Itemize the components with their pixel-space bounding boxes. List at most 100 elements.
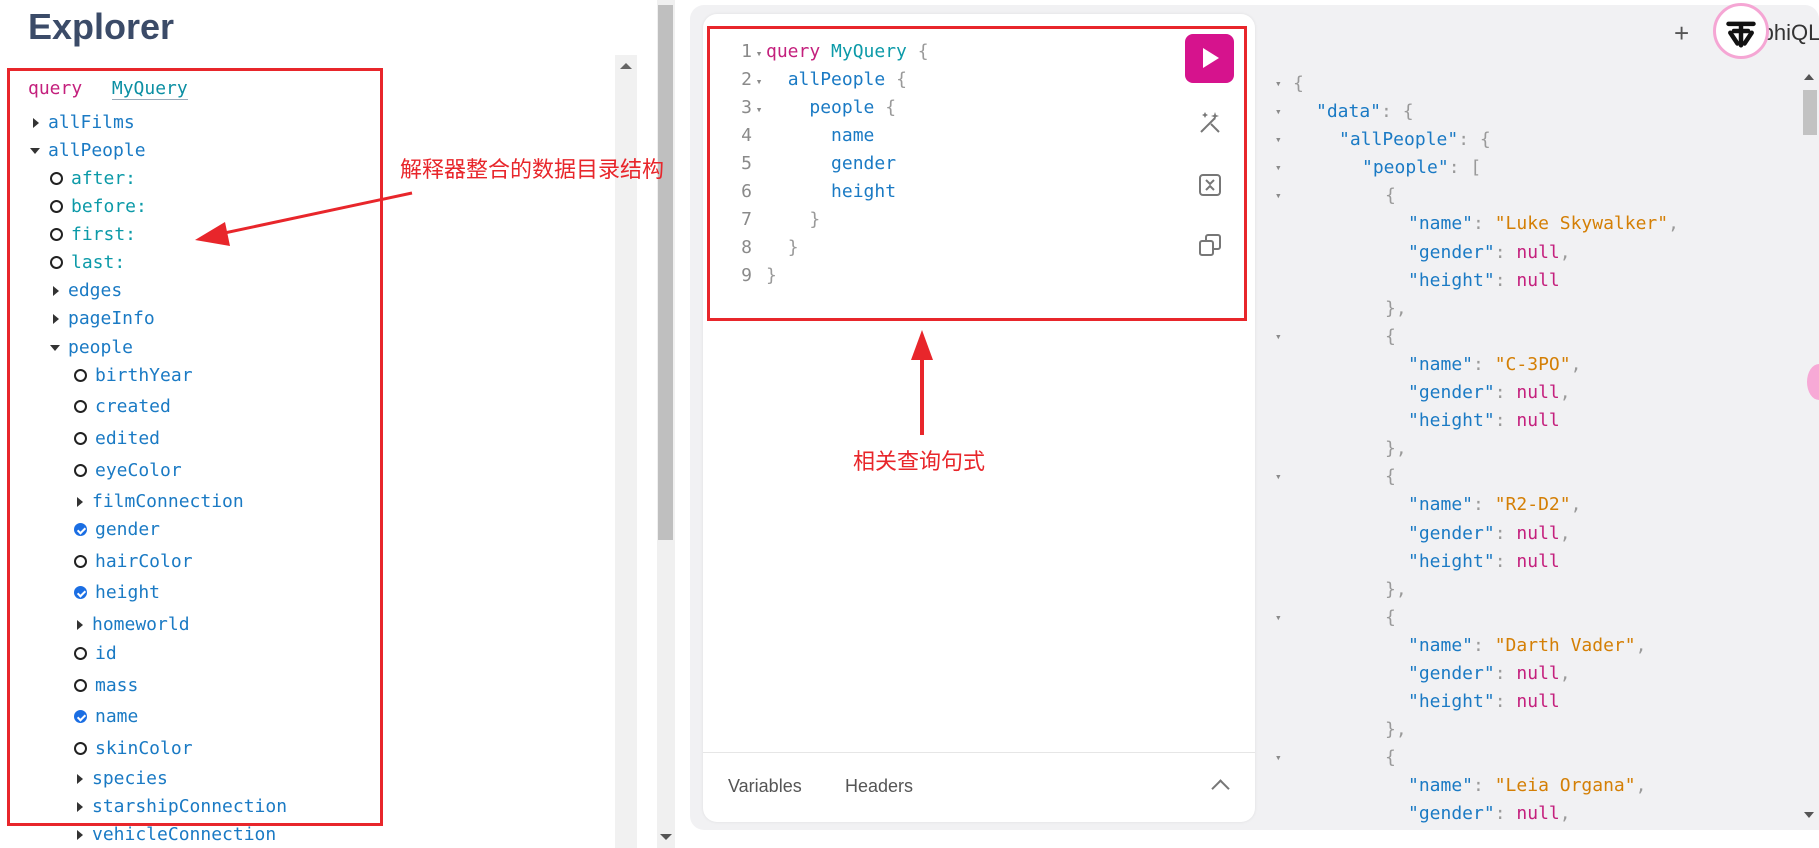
empty-circle-icon[interactable]: [74, 369, 87, 382]
json-token: "people": [1362, 157, 1449, 179]
operation-name-input[interactable]: MyQuery: [111, 78, 188, 100]
code-line[interactable]: 8 }: [730, 234, 929, 262]
empty-circle-icon[interactable]: [50, 200, 63, 213]
fold-caret-icon[interactable]: ▾: [1275, 133, 1282, 147]
line-number: 2: [741, 69, 752, 90]
caret-right-icon[interactable]: [74, 496, 86, 508]
tree-item-height[interactable]: height: [74, 582, 160, 603]
checked-circle-icon[interactable]: [74, 523, 87, 536]
fold-caret-icon[interactable]: ▾: [755, 47, 763, 60]
fold-caret-icon[interactable]: ▾: [1275, 105, 1282, 119]
empty-circle-icon[interactable]: [74, 555, 87, 568]
empty-circle-icon[interactable]: [74, 742, 87, 755]
code-line[interactable]: 4 name: [730, 122, 929, 150]
code-line[interactable]: 7 }: [730, 206, 929, 234]
fold-caret-icon[interactable]: ▾: [1275, 189, 1282, 203]
empty-circle-icon[interactable]: [50, 228, 63, 241]
empty-circle-icon[interactable]: [74, 647, 87, 660]
result-scroll-thumb[interactable]: [1803, 90, 1817, 135]
empty-circle-icon[interactable]: [74, 400, 87, 413]
scroll-down-arrow-icon[interactable]: [660, 834, 672, 840]
empty-circle-icon[interactable]: [74, 464, 87, 477]
tree-item-edges[interactable]: edges: [50, 280, 122, 301]
pane-splitter[interactable]: [657, 0, 675, 848]
splitter-scroll-thumb[interactable]: [658, 5, 673, 540]
tree-item-filmconnection[interactable]: filmConnection: [74, 491, 244, 512]
add-tab-button[interactable]: +: [1674, 18, 1690, 48]
caret-right-icon[interactable]: [74, 773, 86, 785]
tab-headers[interactable]: Headers: [845, 776, 914, 796]
fold-caret-icon[interactable]: ▾: [1275, 161, 1282, 175]
tree-item-first[interactable]: first:: [50, 224, 136, 245]
tree-item-birthyear[interactable]: birthYear: [74, 365, 193, 386]
json-token: "height": [1408, 691, 1495, 713]
empty-circle-icon[interactable]: [50, 256, 63, 269]
result-line-content: "data": {: [1316, 98, 1414, 126]
fold-caret-icon[interactable]: ▾: [1275, 751, 1282, 765]
fold-caret-icon[interactable]: ▾: [1275, 470, 1282, 484]
copy-icon[interactable]: [1197, 232, 1223, 258]
tree-item-starshipconnection[interactable]: starshipConnection: [74, 796, 287, 817]
tree-item-created[interactable]: created: [74, 396, 171, 417]
scroll-up-arrow-icon[interactable]: [1804, 74, 1814, 80]
explorer-scrollbar[interactable]: [615, 55, 637, 848]
graphiql-logo-icon: [1713, 3, 1769, 59]
tree-item-mass[interactable]: mass: [74, 675, 138, 696]
run-query-button[interactable]: [1185, 34, 1234, 83]
result-line-content: "gender": null,: [1408, 660, 1571, 688]
tree-item-edited[interactable]: edited: [74, 428, 160, 449]
tree-item-homeworld[interactable]: homeworld: [74, 614, 190, 635]
checked-circle-icon[interactable]: [74, 710, 87, 723]
tree-item-pageinfo[interactable]: pageInfo: [50, 308, 155, 329]
empty-circle-icon[interactable]: [50, 172, 63, 185]
caret-right-icon[interactable]: [50, 285, 62, 297]
tree-item-id[interactable]: id: [74, 643, 117, 664]
tree-item-haircolor[interactable]: hairColor: [74, 551, 193, 572]
json-token: ,: [1559, 522, 1571, 544]
side-handle[interactable]: [1807, 364, 1819, 400]
result-scrollbar[interactable]: [1801, 70, 1819, 830]
tree-item-allfilms[interactable]: allFilms: [30, 112, 135, 133]
code-line[interactable]: 3▾ people {: [730, 94, 929, 122]
tree-item-after[interactable]: after:: [50, 168, 136, 189]
caret-right-icon[interactable]: [74, 801, 86, 813]
fold-caret-icon[interactable]: ▾: [755, 103, 763, 116]
fold-caret-icon[interactable]: ▾: [1275, 610, 1282, 624]
tree-item-vehicleconnection[interactable]: vehicleConnection: [74, 824, 276, 845]
fold-caret-icon[interactable]: ▾: [1275, 77, 1282, 90]
tree-item-last[interactable]: last:: [50, 252, 125, 273]
caret-down-icon[interactable]: [50, 342, 62, 354]
caret-down-icon[interactable]: [30, 145, 42, 157]
tab-variables[interactable]: Variables: [728, 776, 802, 796]
tree-item-people[interactable]: people: [50, 337, 133, 358]
scroll-down-arrow-icon[interactable]: [1804, 812, 1814, 818]
merge-icon[interactable]: [1197, 172, 1223, 198]
empty-circle-icon[interactable]: [74, 432, 87, 445]
tree-item-before[interactable]: before:: [50, 196, 147, 217]
query-editor[interactable]: 1▾query MyQuery {2▾ allPeople {3▾ people…: [730, 38, 929, 290]
tree-item-name[interactable]: name: [74, 706, 138, 727]
caret-right-icon[interactable]: [74, 619, 86, 631]
checked-circle-icon[interactable]: [74, 586, 87, 599]
fold-caret-icon[interactable]: ▾: [1275, 329, 1282, 343]
code-line[interactable]: 9}: [730, 262, 929, 290]
tree-item-eyecolor[interactable]: eyeColor: [74, 460, 182, 481]
result-line-content: "gender": null,: [1408, 800, 1571, 828]
prettify-icon[interactable]: [1197, 110, 1223, 136]
result-line-content: "name": "R2-D2",: [1408, 491, 1581, 519]
tree-item-skincolor[interactable]: skinColor: [74, 738, 193, 759]
variables-headers-bar: [703, 752, 1255, 823]
scroll-up-arrow-icon[interactable]: [620, 63, 632, 69]
code-line[interactable]: 5 gender: [730, 150, 929, 178]
tree-item-species[interactable]: species: [74, 768, 168, 789]
code-line[interactable]: 1▾query MyQuery {: [730, 38, 928, 66]
empty-circle-icon[interactable]: [74, 679, 87, 692]
code-line[interactable]: 6 height: [730, 178, 929, 206]
fold-caret-icon[interactable]: ▾: [755, 75, 763, 88]
caret-right-icon[interactable]: [74, 829, 86, 841]
caret-right-icon[interactable]: [50, 313, 62, 325]
caret-right-icon[interactable]: [30, 117, 42, 129]
tree-item-gender[interactable]: gender: [74, 519, 160, 540]
tree-item-allpeople[interactable]: allPeople: [30, 140, 146, 161]
code-line[interactable]: 2▾ allPeople {: [730, 66, 929, 94]
